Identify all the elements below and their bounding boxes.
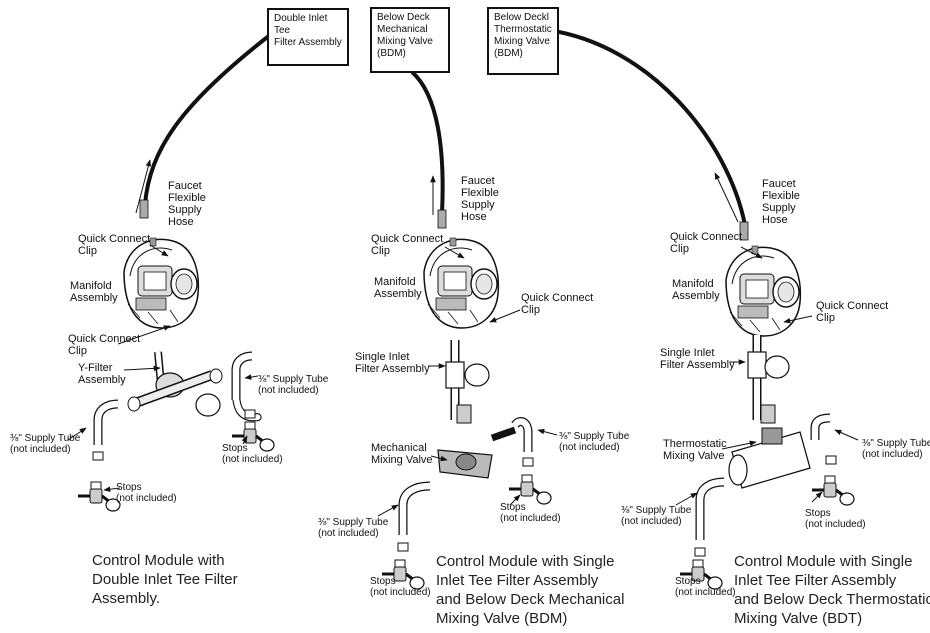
label-stops-middle-a: Stops(not included) [500, 502, 561, 524]
hose-left [143, 33, 272, 205]
box-bdt: Below Deckl Thermostatic Mixing Valve (B… [487, 7, 559, 75]
label-supply-tube-middle-b: ⅜" Supply Tube(not included) [318, 517, 389, 539]
label-supply-tube-right-b: ⅜" Supply Tube(not included) [621, 505, 692, 527]
label-supply-tube-left-a: ⅜" Supply Tube(not included) [258, 374, 329, 396]
hose-right [547, 28, 747, 226]
label-stops-right-a: Stops(not included) [805, 508, 866, 530]
box-double-inlet-tee: Double Inlet Tee Filter Assembly [267, 8, 349, 66]
box-bdm: Below Deck Mechanical Mixing Valve (BDM) [370, 7, 450, 73]
label-supply-tube-middle-a: ⅜" Supply Tube(not included) [559, 431, 630, 453]
hose-middle [410, 70, 445, 214]
label-supply-tube-right-a: ⅜" Supply Tube(not included) [862, 438, 930, 460]
label-stops-right-b: Stops(not included) [675, 576, 736, 598]
label-stops-left-a: Stops(not included) [222, 443, 283, 465]
label-supply-tube-left-b: ⅜" Supply Tube(not included) [10, 433, 81, 455]
label-stops-left-b: Stops(not included) [116, 482, 177, 504]
label-stops-middle-b: Stops(not included) [370, 576, 431, 598]
